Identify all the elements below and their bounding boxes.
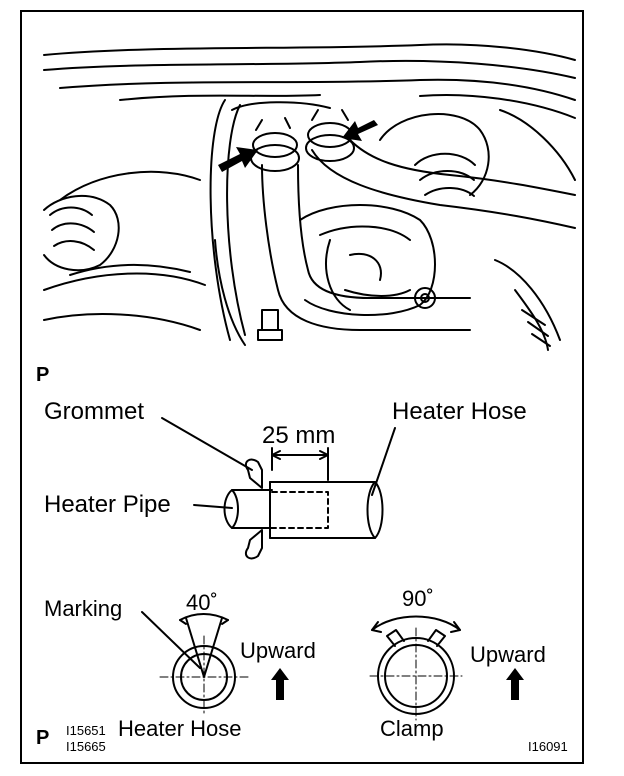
upward-label-left: Upward: [240, 638, 316, 663]
upward-label-right: Upward: [470, 642, 546, 667]
clamp-label: Clamp: [380, 716, 444, 741]
ref-code-left-1: I15651: [66, 723, 106, 738]
section-mark-bottom: P: [36, 727, 50, 749]
section-mark-top: P: [36, 364, 50, 386]
heater-hose-label-bottom: Heater Hose: [118, 716, 242, 741]
hose-insertion-detail: [161, 417, 396, 560]
grommet-label: Grommet: [44, 398, 145, 425]
upward-arrow-icon: [271, 668, 524, 700]
hose-marking-detail: [141, 611, 249, 717]
dimension-label: 25 mm: [262, 422, 336, 449]
heater-hose-label-top: Heater Hose: [392, 398, 527, 425]
clamp-pointer-arrows: [218, 120, 378, 172]
angle-90-label: 90˚: [402, 586, 434, 611]
heater-pipe-label: Heater Pipe: [44, 491, 171, 518]
angle-40-label: 40˚: [186, 590, 218, 615]
marking-label: Marking: [44, 596, 123, 621]
ref-code-right: I16091: [528, 739, 568, 754]
ref-code-left-2: I15665: [66, 739, 106, 754]
engine-bay-illustration: [43, 43, 576, 351]
figure-frame: [20, 10, 584, 764]
clamp-orientation-detail: [369, 615, 463, 721]
